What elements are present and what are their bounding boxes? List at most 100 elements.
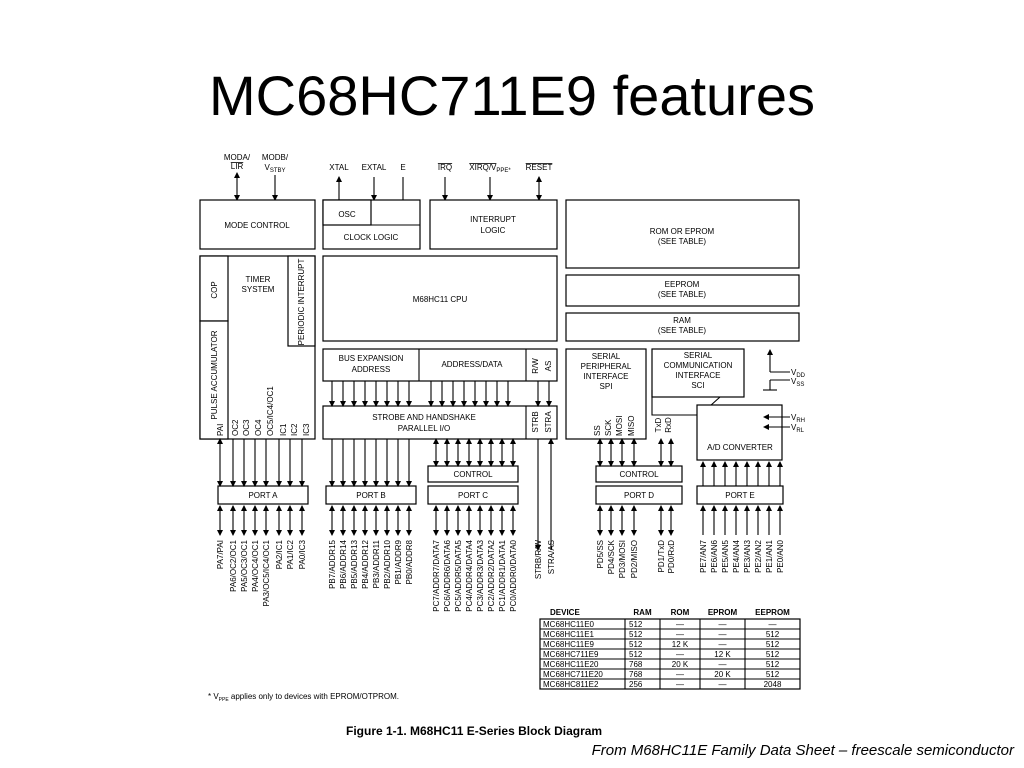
port-b-pin-4: PB3/ADDR11: [372, 539, 381, 588]
port-d-pin-5: PD0/RxD: [667, 540, 676, 574]
port-a-pin-3: PA4/OC4/OC1: [251, 539, 260, 591]
port-b-pin-7: PB0/ADDR8: [405, 539, 414, 584]
table-cell: 20 K: [672, 660, 689, 669]
port-e-pin-0: PE7/AN7: [699, 539, 708, 572]
timer-signal-4: OC4: [254, 419, 263, 436]
bus-expansion-2: ADDRESS: [352, 365, 391, 374]
table-cell: —: [676, 630, 684, 639]
pin-xirq: XIRQ/VPPE*: [469, 163, 511, 174]
periodic-interrupt: PERIODIC INTERRUPT: [297, 259, 306, 346]
table-cell: —: [719, 660, 727, 669]
table-cell: 512: [629, 650, 643, 659]
port-e-pin-4: PE3/AN3: [743, 539, 752, 572]
port-a-pin-5: PA2/IC1: [275, 539, 284, 569]
table-cell: 12 K: [714, 650, 731, 659]
timer-signal-1: PAI: [216, 424, 225, 436]
table-cell: —: [676, 680, 684, 689]
table-cell: 512: [766, 640, 780, 649]
pin-reset: RESET: [526, 163, 553, 172]
bus-expansion-1: BUS EXPANSION: [339, 354, 404, 363]
port-b: PORT B: [356, 491, 386, 500]
table-cell: MC68HC11E9: [543, 640, 595, 649]
vrh: VRH: [791, 413, 805, 424]
port-b-pin-0: PB7/ADDR15: [328, 539, 337, 588]
interrupt-logic-1: INTERRUPT: [470, 215, 516, 224]
port-a: PORT A: [248, 491, 278, 500]
table-cell: —: [676, 620, 684, 629]
vss: VSS: [791, 377, 804, 388]
cpu: M68HC11 CPU: [413, 295, 468, 304]
strobe-1: STROBE AND HANDSHAKE: [372, 413, 476, 422]
pin-vstby: VSTBY: [264, 163, 285, 174]
ram: RAM: [673, 316, 691, 325]
port-b-pin-3: PB4/ADDR12: [361, 539, 370, 588]
strobe-2: PARALLEL I/O: [398, 424, 450, 433]
figure-caption: Figure 1-1. M68HC11 E-Series Block Diagr…: [346, 724, 602, 738]
vrl: VRL: [791, 423, 805, 434]
timer-system-2: SYSTEM: [242, 285, 275, 294]
rom-see: (SEE TABLE): [658, 237, 707, 246]
spi-4: SPI: [600, 382, 613, 391]
table-cell: MC68HC11E0: [543, 620, 595, 629]
table-header-4: EEPROM: [755, 608, 790, 617]
port-c-pin-1: PC6/ADDR6/DATA6: [443, 539, 452, 611]
spi-1: SERIAL: [592, 352, 621, 361]
port-a-pin-7: PA0/IC3: [298, 539, 307, 569]
timer-signal-3: OC3: [242, 419, 251, 436]
table-cell: 512: [629, 640, 643, 649]
port-a-pin-4: PA3/OC5/IC4/OC1: [262, 539, 271, 606]
port-c-control: CONTROL: [453, 470, 493, 479]
address-data: ADDRESS/DATA: [441, 360, 503, 369]
eeprom: EEPROM: [665, 280, 700, 289]
table-cell: 768: [629, 670, 643, 679]
spi-signal-4: MISO: [627, 416, 636, 436]
sci-txd: TxD: [654, 417, 663, 432]
sci-rxd: RxD: [664, 417, 673, 433]
port-c-pin-6: PC1/ADDR1/DATA1: [498, 539, 507, 611]
table-cell: MC68HC811E2: [543, 680, 599, 689]
table-cell: 512: [766, 650, 780, 659]
port-c-pin-0: PC7/ADDR7/DATA7: [432, 539, 441, 611]
source-credit: From M68HC11E Family Data Sheet – freesc…: [591, 742, 1014, 759]
rom: ROM OR EPROM: [650, 227, 715, 236]
port-d-pin-3: PD2/MISO: [630, 540, 639, 578]
port-c-pin-2: PC5/ADDR5/DATA5: [454, 539, 463, 611]
port-b-pin-6: PB1/ADDR9: [394, 539, 403, 584]
sci-1: SERIAL: [684, 351, 713, 360]
strb-signal: STRB: [531, 411, 540, 432]
table-cell: —: [676, 670, 684, 679]
table-header-1: RAM: [633, 608, 652, 617]
interrupt-logic-2: LOGIC: [481, 226, 506, 235]
pin-lir: LIR: [231, 162, 244, 171]
port-d-pin-4: PD1/TxD: [657, 540, 666, 573]
table-cell: 256: [629, 680, 643, 689]
table-cell: 20 K: [714, 670, 731, 679]
table-cell: MC68HC11E1: [543, 630, 595, 639]
ram-see: (SEE TABLE): [658, 326, 707, 335]
vdd: VDD: [791, 368, 806, 379]
sci-2: COMMUNICATION: [664, 361, 733, 370]
port-a-pin-0: PA7/PAI: [216, 540, 225, 569]
table-cell: —: [719, 680, 727, 689]
timer-signal-8: IC3: [302, 423, 311, 436]
port-e: PORT E: [725, 491, 755, 500]
port-c-pin-5: PC2/ADDR2/DATA2: [487, 539, 496, 611]
port-e-pin-6: PE1/AN1: [765, 539, 774, 572]
table-cell: MC68HC711E20: [543, 670, 603, 679]
timer-signal-2: OC2: [231, 419, 240, 436]
port-a-pin-1: PA6/OC2/OC1: [229, 539, 238, 591]
table-cell: 12 K: [672, 640, 689, 649]
pin-xtal: XTAL: [329, 163, 349, 172]
mode-control: MODE CONTROL: [224, 221, 290, 230]
port-c-pin-3: PC4/ADDR4/DATA4: [465, 539, 474, 611]
pulse-accumulator: PULSE ACCUMULATOR: [210, 330, 219, 419]
port-e-pin-1: PE6/AN6: [710, 539, 719, 572]
table-cell: —: [719, 640, 727, 649]
footnote: * VPPE applies only to devices with EPRO…: [208, 692, 399, 703]
table-cell: —: [676, 650, 684, 659]
port-b-pin-5: PB2/ADDR10: [383, 539, 392, 588]
port-e-pin-7: PE0/AN0: [776, 539, 785, 572]
pin-modb: MODB/: [262, 153, 289, 162]
